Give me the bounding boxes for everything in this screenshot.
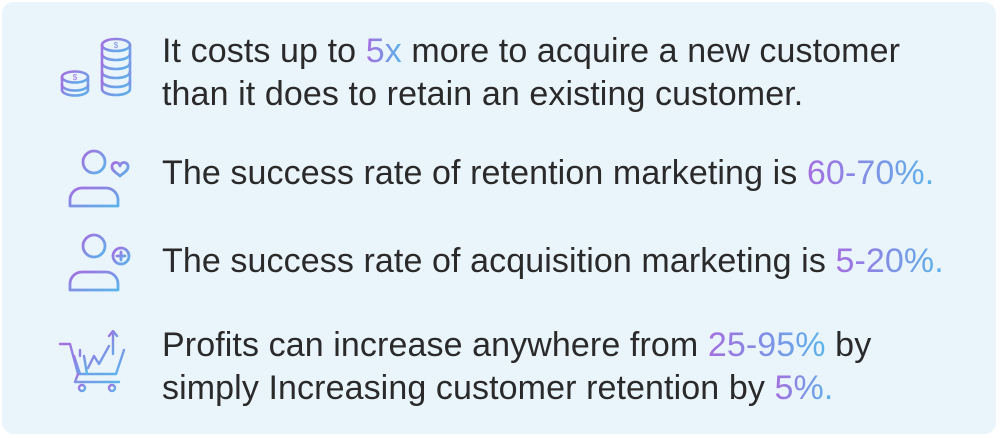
highlight-value: 5-20%. [835, 242, 944, 280]
stat-text-acquisition: The success rate of acquisition marketin… [162, 240, 982, 283]
highlight-value: 5x [365, 32, 402, 70]
svg-text:$: $ [114, 41, 119, 50]
stat-line: The success rate of acquisition marketin… [162, 242, 944, 280]
stat-line: simply Increasing customer retention by … [162, 369, 834, 407]
user-heart-icon [58, 148, 138, 212]
stat-text-retention: The success rate of retention marketing … [162, 152, 982, 195]
stat-text-profits: Profits can increase anywhere from 25-95… [162, 324, 982, 410]
cart-growth-icon [58, 330, 138, 394]
stat-line: It costs up to 5x more to acquire a new … [162, 32, 901, 70]
stat-text-cost: It costs up to 5x more to acquire a new … [162, 30, 982, 116]
coin-stack-icon: $ $ [58, 36, 138, 100]
highlight-value: 5%. [774, 369, 834, 407]
svg-text:$: $ [73, 73, 78, 82]
stat-line: than it does to retain an existing custo… [162, 75, 804, 113]
highlight-value: 25-95% [707, 326, 826, 364]
highlight-value: 60-70%. [806, 154, 935, 192]
stat-line: Profits can increase anywhere from 25-95… [162, 326, 872, 364]
user-add-icon [58, 232, 138, 296]
stat-line: The success rate of retention marketing … [162, 154, 935, 192]
